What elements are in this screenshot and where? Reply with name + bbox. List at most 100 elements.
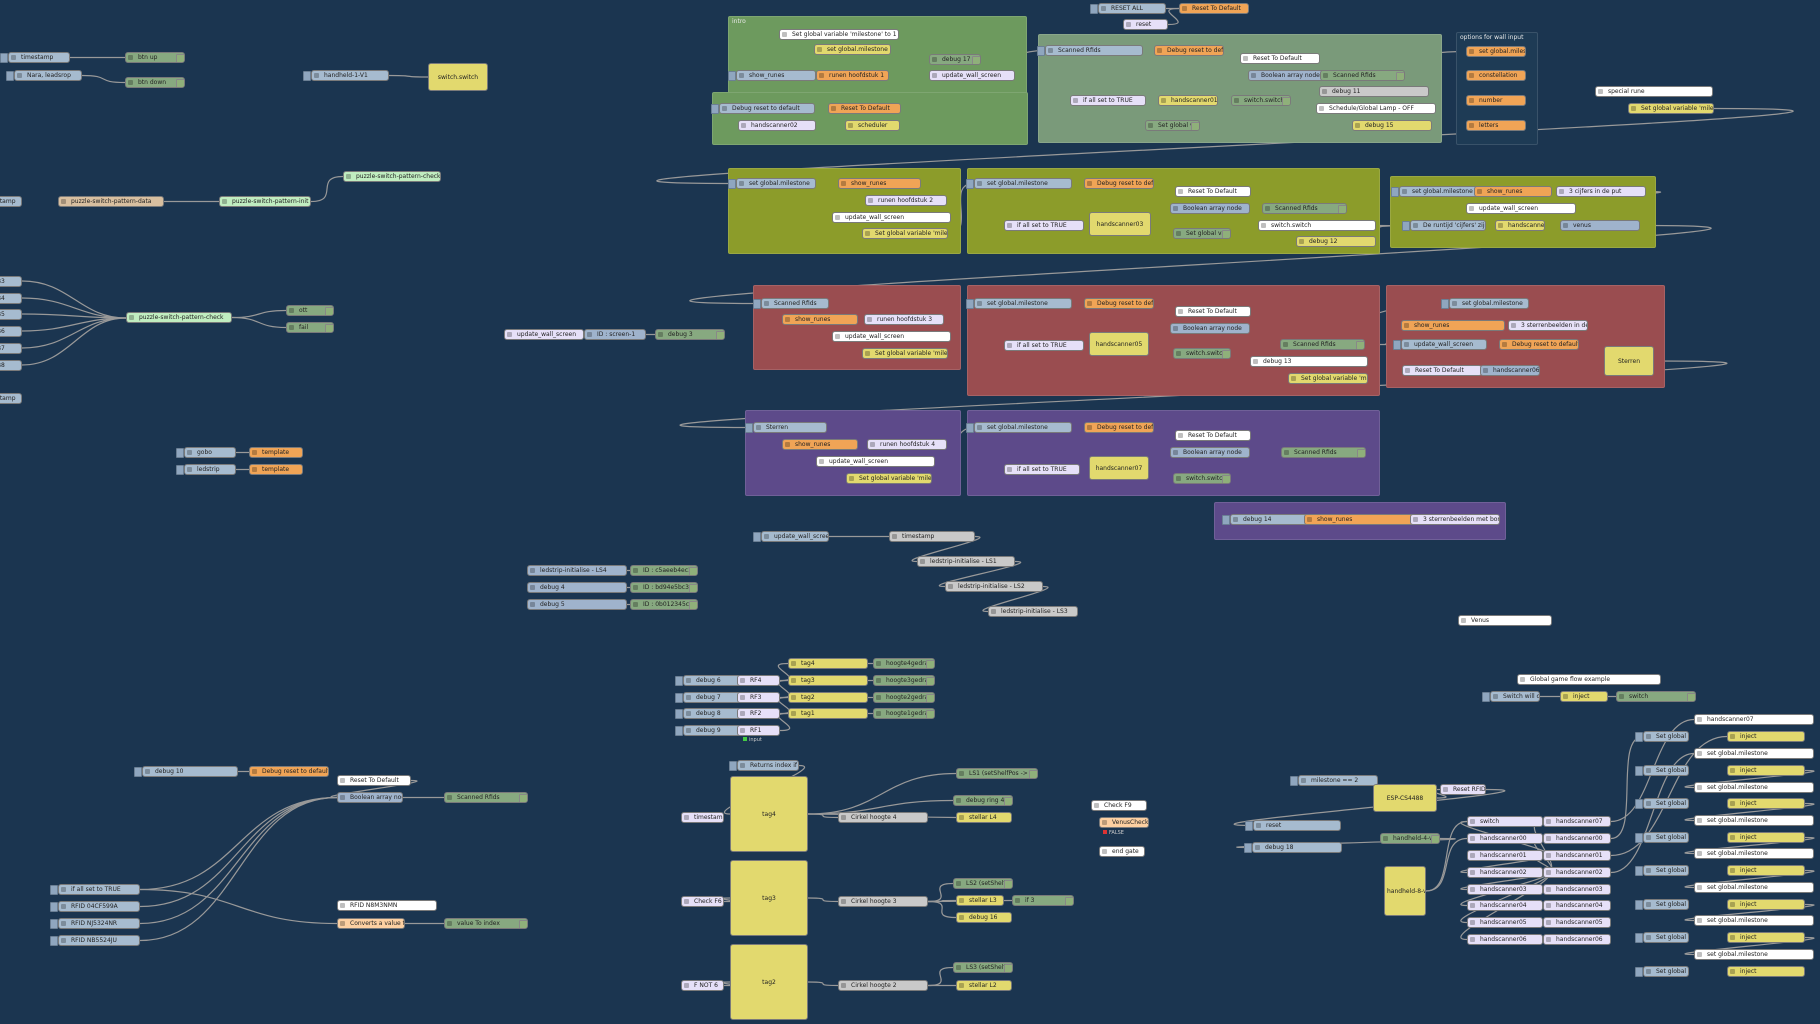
flow-node[interactable]: debug 8 <box>683 708 741 719</box>
debug-toggle-button[interactable] <box>926 710 934 718</box>
wire[interactable] <box>927 882 954 903</box>
debug-toggle-button[interactable] <box>325 307 333 315</box>
flow-node[interactable]: Boolean array node <box>1248 70 1330 81</box>
inject-trigger-button[interactable] <box>50 885 58 895</box>
flow-node[interactable]: Boolean array node <box>1170 447 1250 458</box>
flow-node[interactable]: 3 sterrenbeelden in de put <box>1508 320 1588 331</box>
flow-node[interactable]: set global.milestone <box>1466 46 1526 57</box>
flow-node[interactable]: handscanner01 <box>1543 850 1611 861</box>
flow-node[interactable]: inject <box>1727 932 1805 943</box>
flow-node[interactable]: RF4 <box>737 675 780 686</box>
inject-trigger-button[interactable] <box>176 465 184 475</box>
flow-node[interactable]: if all set to TRUE <box>1004 220 1084 231</box>
inject-trigger-button[interactable] <box>1393 340 1401 350</box>
flow-node[interactable]: RF2 <box>737 708 780 719</box>
flow-node[interactable]: Reset RFID's <box>1440 784 1486 795</box>
flow-node[interactable]: Check F9 <box>1091 800 1147 811</box>
edge-node[interactable]: : B3 <box>0 276 22 287</box>
flow-node[interactable]: template <box>249 464 303 475</box>
flow-node[interactable]: Schedule/Global Lamp - OFF <box>1316 103 1436 114</box>
wire[interactable] <box>1425 837 1468 892</box>
flow-node[interactable]: set global.milestone <box>814 44 891 55</box>
debug-toggle-button[interactable] <box>1222 475 1230 483</box>
wire[interactable] <box>927 966 954 987</box>
edge-node[interactable]: : B7 <box>0 343 22 354</box>
flow-node[interactable]: handscanner07 <box>1089 456 1149 480</box>
debug-toggle-button[interactable] <box>176 54 184 62</box>
inject-trigger-button[interactable] <box>966 299 974 309</box>
flow-node[interactable]: VenusCheck <box>1099 817 1149 828</box>
flow-node[interactable]: Debug reset to default <box>1084 178 1154 189</box>
flow-node[interactable]: Debug reset to default <box>1084 298 1154 309</box>
flow-node[interactable]: Set global variable 'milestone' to 6 <box>1643 932 1689 943</box>
debug-toggle-button[interactable] <box>176 79 184 87</box>
flow-node[interactable]: stellar L4 <box>956 812 1012 823</box>
flow-node[interactable]: ESP-CS4488 <box>1373 784 1437 812</box>
wire[interactable] <box>1236 837 1456 849</box>
flow-node[interactable]: handscanner04 <box>1543 900 1611 911</box>
flow-node[interactable]: Set global variable 'milestone' to 4 <box>1643 865 1689 876</box>
wire[interactable] <box>1684 769 1815 789</box>
flow-node[interactable]: handscanner03 <box>1089 212 1151 236</box>
flow-node[interactable]: Global game flow example <box>1517 674 1661 685</box>
flow-node[interactable]: update_wall_screen <box>832 331 951 342</box>
flow-node[interactable]: Reset To Default <box>1402 365 1482 376</box>
inject-trigger-button[interactable] <box>1290 776 1298 786</box>
flow-node[interactable]: switch.switch <box>1231 95 1291 106</box>
inject-trigger-button[interactable] <box>1635 833 1643 843</box>
wire[interactable] <box>330 779 418 799</box>
flow-node[interactable]: show_runes <box>1474 186 1552 197</box>
wire[interactable] <box>656 107 1794 185</box>
flow-node[interactable]: puzzle-switch-pattern-init <box>219 196 311 207</box>
flow-node[interactable]: handscanner05 <box>1467 917 1543 928</box>
flow-node[interactable]: Set global variable 'milestone' to 3 <box>862 228 948 239</box>
flow-node[interactable]: tag3 <box>730 860 808 936</box>
inject-trigger-button[interactable] <box>6 71 14 81</box>
flow-node[interactable]: update_wall_screen <box>816 456 935 467</box>
flow-node[interactable]: milestone == 2 <box>1298 775 1378 786</box>
flow-node[interactable]: debug 17 <box>929 54 981 65</box>
flow-node[interactable]: RESET ALL <box>1098 3 1166 14</box>
inject-trigger-button[interactable] <box>1635 799 1643 809</box>
flow-node[interactable]: Set global variable 'milestone' to 1 <box>1643 765 1689 776</box>
wire[interactable] <box>1610 735 1644 840</box>
flow-node[interactable]: Switch will only go through if milestone… <box>1490 691 1540 702</box>
flow-node[interactable]: stellar L2 <box>956 980 1012 991</box>
wire[interactable] <box>1684 869 1815 889</box>
flow-node[interactable]: switch.switch <box>428 63 488 91</box>
flow-node[interactable]: Set global variable 'milestone' to 2 <box>1145 120 1200 131</box>
flow-node[interactable]: venus <box>1560 220 1640 231</box>
flow-node[interactable]: Sterren <box>753 422 827 433</box>
flow-node[interactable]: scheduler <box>845 120 900 131</box>
inject-trigger-button[interactable] <box>1402 221 1410 231</box>
flow-node[interactable]: set global.milestone <box>736 178 816 189</box>
flow-node[interactable]: Debug reset to default <box>719 103 815 114</box>
flow-node[interactable]: LS2 (setShelfPos -> <box>953 878 1013 889</box>
flow-node[interactable]: debug 16 <box>956 912 1012 923</box>
flow-node[interactable]: handscanner00 <box>1543 833 1611 844</box>
wire[interactable] <box>21 297 127 319</box>
flow-node[interactable]: btn down <box>125 77 185 88</box>
flow-node[interactable]: value To index <box>444 918 528 929</box>
flow-node[interactable]: timestamp <box>681 812 724 823</box>
flow-node[interactable]: reset <box>1123 19 1168 30</box>
flow-node[interactable]: LS3 (setShelfPos -> <box>953 962 1013 973</box>
flow-node[interactable]: set global.milestone <box>974 178 1072 189</box>
flow-node[interactable]: inject <box>1727 798 1805 809</box>
wire[interactable] <box>1684 836 1815 855</box>
flow-node[interactable]: Scanned Rfids <box>1280 339 1365 350</box>
flow-node[interactable]: Boolean array node <box>1170 323 1250 334</box>
flow-node[interactable]: tag4 <box>730 776 808 852</box>
flow-node[interactable]: Cirkel hoogte 4 <box>838 812 928 823</box>
wire[interactable] <box>231 316 287 329</box>
wire[interactable] <box>21 317 127 349</box>
wire[interactable] <box>139 796 338 908</box>
wire[interactable] <box>139 796 338 925</box>
flow-node[interactable]: RF3 <box>737 692 780 703</box>
debug-toggle-button[interactable] <box>689 567 697 575</box>
flow-node[interactable]: handscanner03 <box>1543 884 1611 895</box>
flow-node[interactable]: Debug reset to default <box>249 766 329 777</box>
flow-node[interactable]: handscanner01 <box>1467 850 1543 861</box>
flow-node[interactable]: inject <box>1727 731 1805 742</box>
